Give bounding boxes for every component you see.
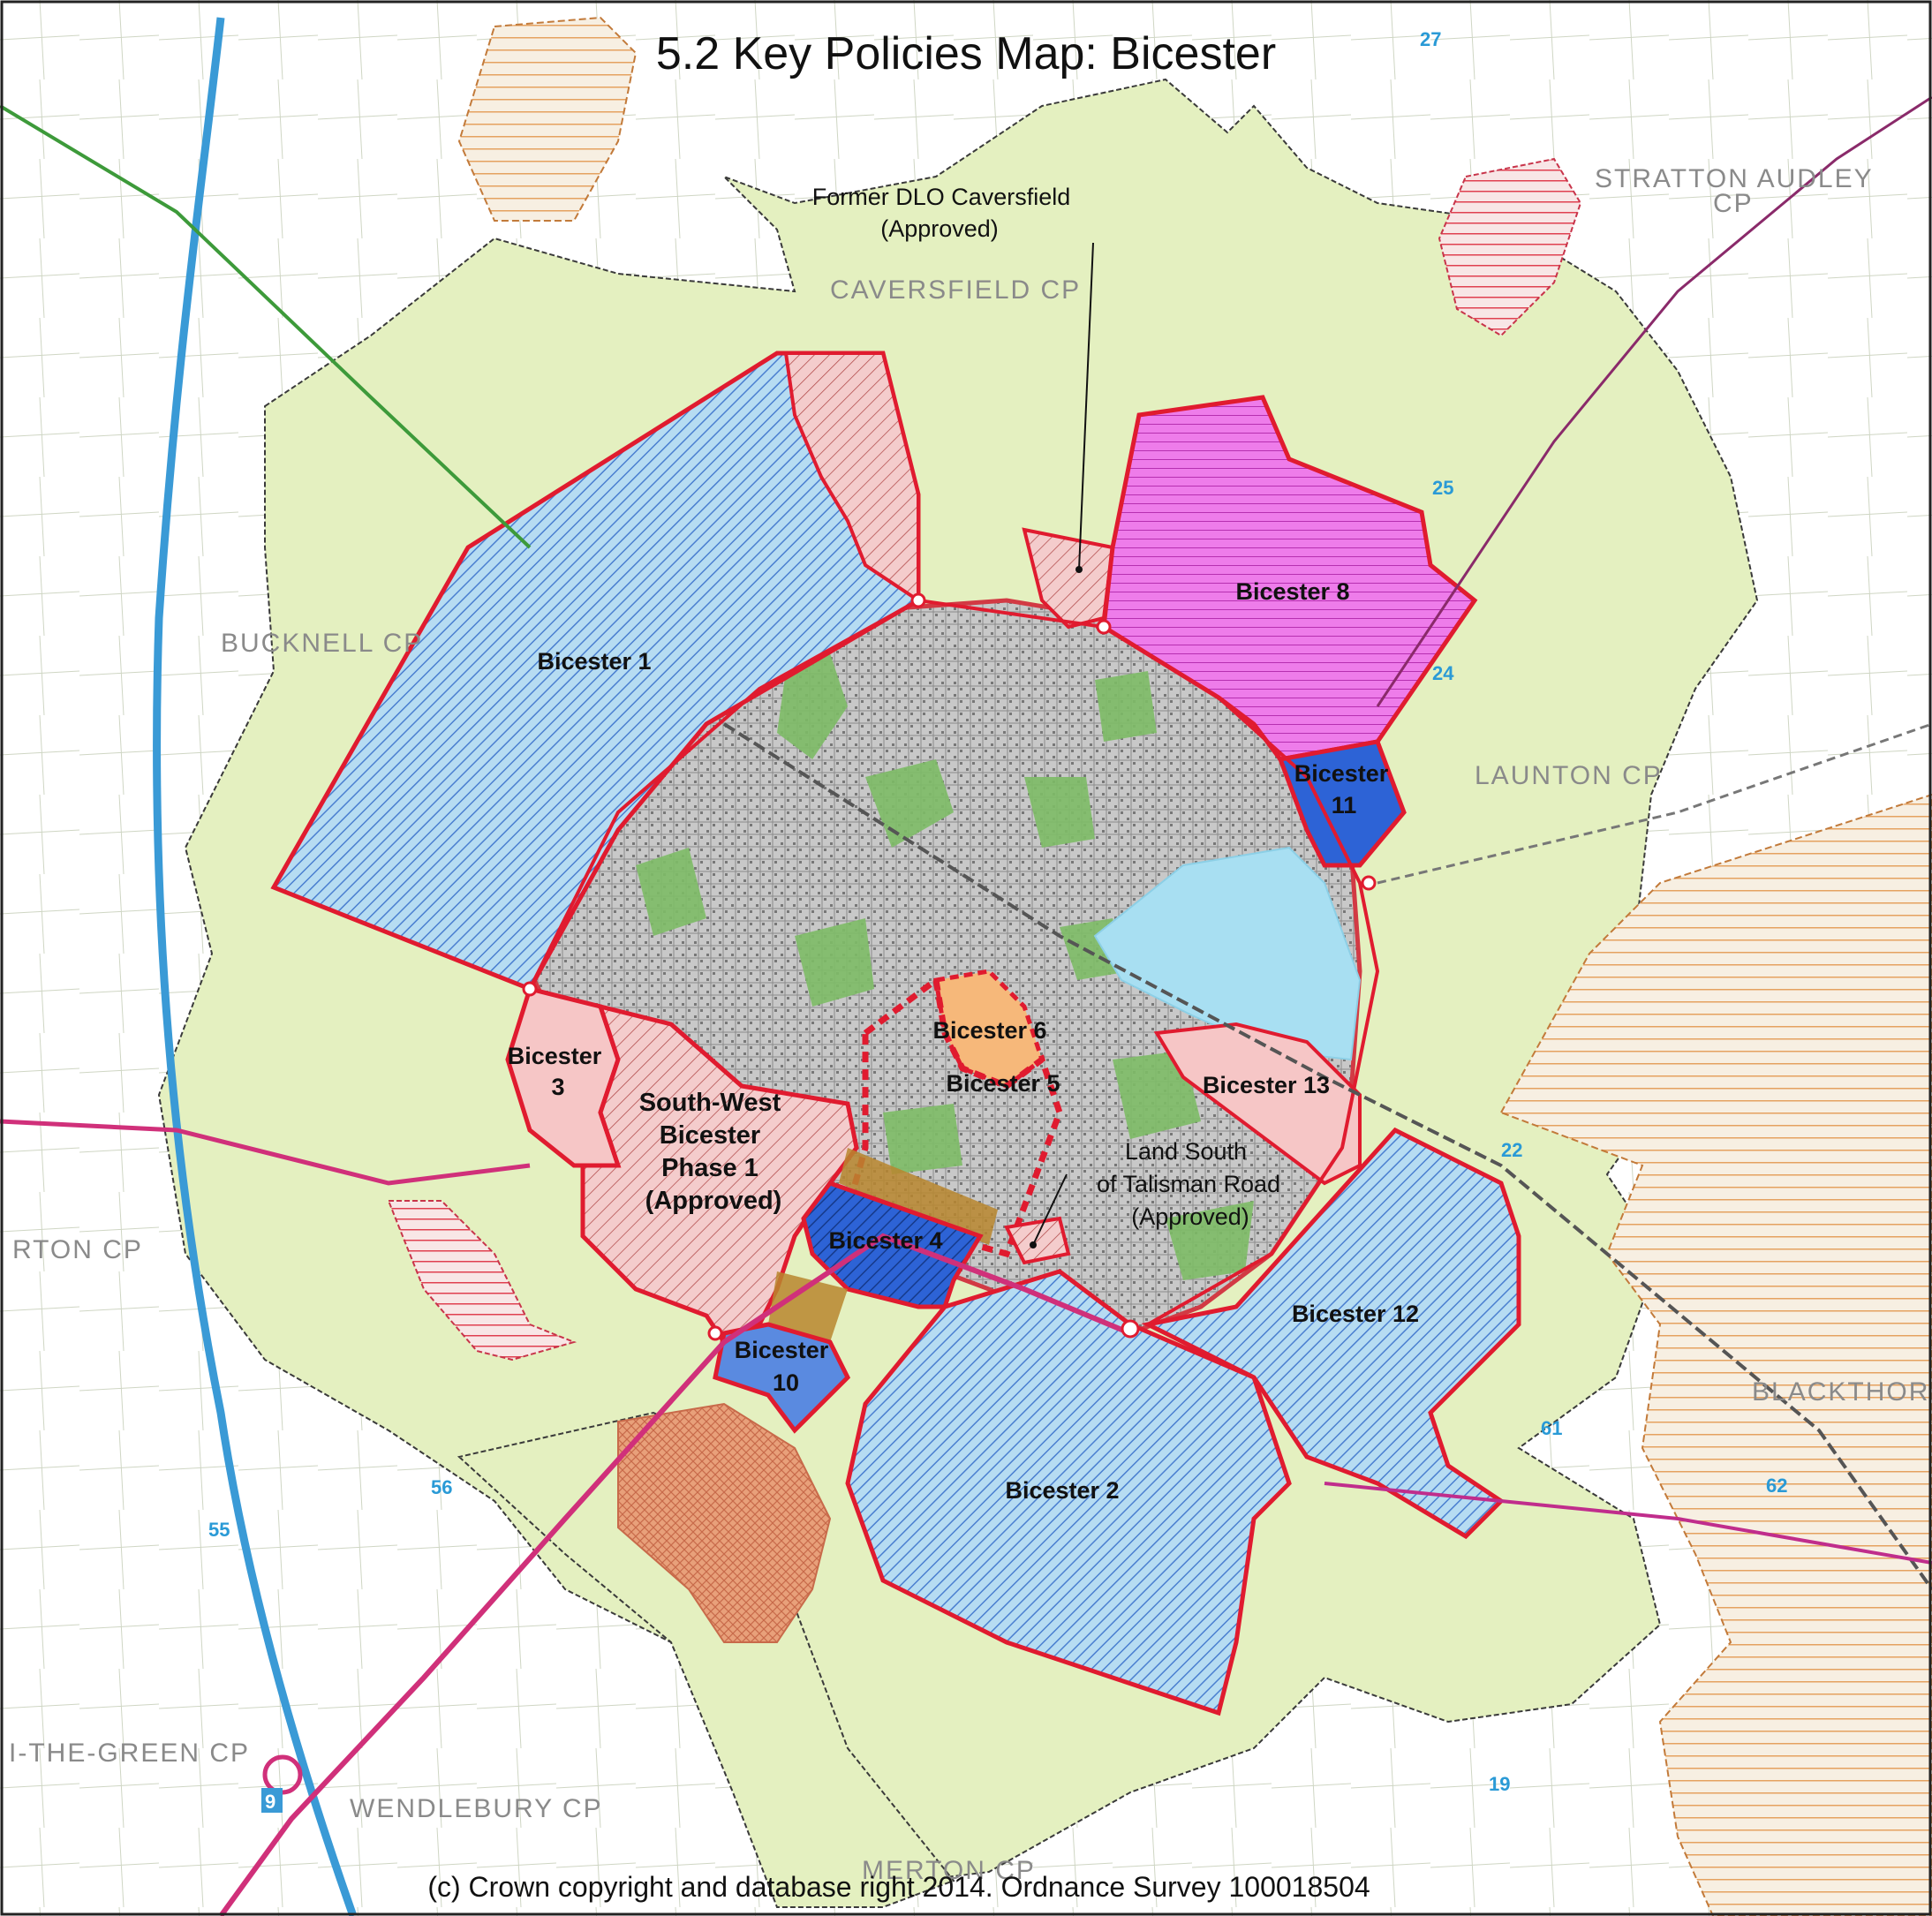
motorway-junction-badge xyxy=(261,1788,283,1813)
place-launton: LAUNTON CP xyxy=(1475,761,1663,790)
pink-hatch-north xyxy=(783,351,920,604)
light-blue-east xyxy=(1093,846,1362,1061)
site-bicester-4[interactable] xyxy=(801,1181,984,1309)
label-bicester-3-line1: Bicester xyxy=(508,1043,602,1069)
label-sw-bicester-line1: South-West xyxy=(639,1089,781,1117)
label-bicester-6: Bicester 6 xyxy=(932,1017,1046,1044)
orange-hatch-east xyxy=(1499,793,1932,1916)
orange-hatch-north xyxy=(457,16,638,222)
grid-label-19: 19 xyxy=(1489,1773,1510,1795)
label-bicester-12: Bicester 12 xyxy=(1292,1301,1419,1327)
label-sw-bicester-line4: (Approved) xyxy=(645,1187,782,1215)
leader-talisman-road xyxy=(1032,1173,1068,1246)
place-stratton-cp: CP xyxy=(1713,189,1754,218)
site-bicester-10[interactable] xyxy=(713,1322,851,1434)
chesterton-conservation xyxy=(387,1200,577,1362)
place-caversfield: CAVERSFIELD CP xyxy=(830,275,1081,305)
leader-dot-talisman xyxy=(1030,1241,1037,1248)
label-bicester-10-line2: 10 xyxy=(773,1369,799,1396)
grid-label-62: 62 xyxy=(1766,1475,1787,1497)
grid-label-22: 22 xyxy=(1501,1139,1522,1161)
grid-label-55: 55 xyxy=(208,1519,230,1541)
transport-network xyxy=(0,17,1932,1916)
annotation-dlo-line1: Former DLO Caversfield xyxy=(812,184,1071,210)
label-bicester-1: Bicester 1 xyxy=(537,648,651,675)
place-wendlebury: WENDLEBURY CP xyxy=(350,1794,603,1823)
brown-sewage xyxy=(768,1271,848,1342)
stratton-audley-conservation xyxy=(1438,157,1582,337)
leader-dlo-caversfield xyxy=(1078,242,1094,570)
grid-label-61: 61 xyxy=(1541,1417,1562,1439)
grid-label-25: 25 xyxy=(1432,477,1453,499)
annotation-dlo-line2: (Approved) xyxy=(880,215,999,242)
place-merton: MERTON CP xyxy=(862,1856,1036,1885)
leader-dot-dlo xyxy=(1075,566,1083,573)
label-bicester-8: Bicester 8 xyxy=(1235,578,1349,605)
site-bicester-2[interactable] xyxy=(845,1269,1292,1716)
grid-label-56: 56 xyxy=(431,1476,452,1498)
label-bicester-13: Bicester 13 xyxy=(1203,1072,1330,1098)
place-stratton-audley: STRATTON AUDLEY xyxy=(1595,164,1874,193)
annotation-talisman-line3: (Approved) xyxy=(1131,1203,1249,1230)
site-bicester-12[interactable] xyxy=(1141,1127,1521,1540)
grid-label-24: 24 xyxy=(1432,662,1454,684)
label-bicester-3-line2: 3 xyxy=(551,1074,564,1100)
label-sw-bicester-line2: Bicester xyxy=(660,1121,760,1150)
label-bicester-11-line2: 11 xyxy=(1332,792,1357,818)
label-bicester-2: Bicester 2 xyxy=(1005,1477,1119,1504)
map-title: 5.2 Key Policies Map: Bicester xyxy=(656,28,1276,79)
place-bucknell: BUCKNELL CP xyxy=(221,629,423,658)
annotation-talisman-line1: Land South xyxy=(1125,1138,1247,1165)
annotation-talisman-line2: of Talisman Road xyxy=(1097,1171,1280,1197)
grid-label-27: 27 xyxy=(1420,28,1441,50)
label-sw-bicester-line3: Phase 1 xyxy=(661,1154,758,1182)
site-bicester-13[interactable] xyxy=(1153,1022,1362,1186)
brown-strip xyxy=(839,1148,998,1245)
orange-crosshatch-southwest xyxy=(617,1402,832,1643)
town-parks xyxy=(636,653,1254,1280)
copyright-notice: (c) Crown copyright and database right 2… xyxy=(427,1871,1370,1903)
label-bicester-11-line1: Bicester xyxy=(1294,760,1389,787)
place-chesterton: RTON CP xyxy=(12,1235,143,1264)
label-bicester-4: Bicester 4 xyxy=(828,1227,942,1254)
site-land-south-talisman-road[interactable] xyxy=(1004,1216,1071,1265)
junction-markers xyxy=(262,592,1377,1795)
place-blackthorn: BLACKTHORN xyxy=(1752,1377,1932,1407)
site-former-dlo-caversfield[interactable] xyxy=(1022,527,1115,630)
site-bicester-11[interactable] xyxy=(1277,739,1407,868)
label-bicester-5: Bicester 5 xyxy=(946,1070,1060,1097)
grid-label-9: 9 xyxy=(265,1791,275,1813)
label-bicester-10-line1: Bicester xyxy=(735,1337,829,1363)
place-green: I-THE-GREEN CP xyxy=(9,1739,250,1768)
